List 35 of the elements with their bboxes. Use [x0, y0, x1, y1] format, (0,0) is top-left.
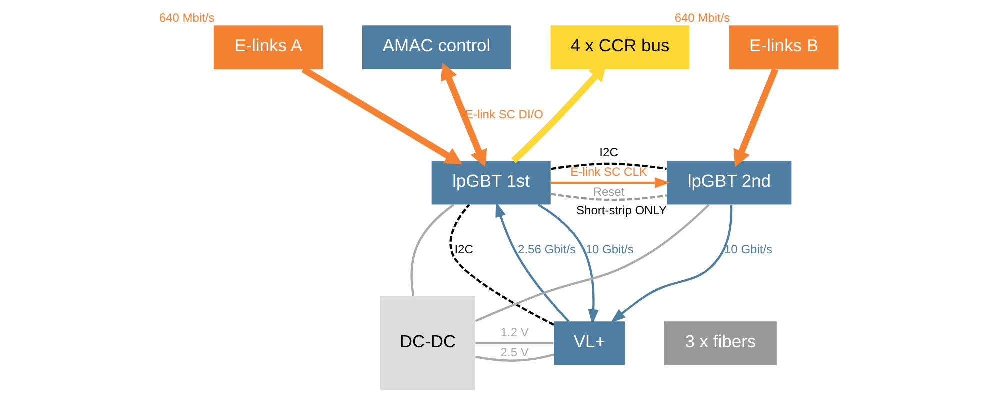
node-label: 640 Mbit/s: [674, 11, 730, 26]
arrow: [734, 68, 779, 168]
edge-label: 2.5 V: [500, 345, 529, 360]
edge-label: 1.2 V: [500, 326, 529, 340]
connector: [476, 354, 554, 362]
node-box: DC-DC: [380, 296, 476, 390]
node-label: 640 Mbit/s: [159, 11, 215, 26]
edge-label: 10 Gbit/s: [586, 242, 634, 257]
arrow: [440, 62, 488, 168]
edge-label: I2C: [600, 146, 618, 160]
connector: [450, 204, 554, 326]
node-box: 4 x CCR bus: [550, 26, 690, 70]
node-box: AMAC control: [362, 26, 512, 70]
connector: [476, 342, 554, 345]
arrow: [538, 204, 599, 325]
edge-label: I2C: [454, 242, 474, 257]
arrow: [496, 202, 570, 322]
edge-label: 2.56 Gbit/s: [518, 242, 576, 257]
arrow: [302, 66, 462, 165]
connector: [475, 204, 710, 322]
node-box: lpGBT 1st: [432, 161, 551, 205]
node-label: Short-strip ONLY: [576, 203, 668, 218]
edge-label: Reset: [593, 184, 625, 199]
node-box: VL+: [554, 322, 626, 366]
arrow: [610, 205, 733, 324]
node-box: lpGBT 2nd: [667, 161, 792, 205]
node-box: E-links A: [214, 26, 324, 70]
connector: [410, 204, 455, 296]
edge-label: E-link SC CLK: [570, 165, 648, 180]
arrow: [551, 178, 670, 188]
connector: [550, 162, 667, 170]
edge-label: 10 Gbit/s: [724, 242, 773, 257]
connector: [550, 193, 668, 202]
node-box: E-links B: [729, 26, 839, 70]
node-box: 3 x fibers: [664, 322, 777, 366]
